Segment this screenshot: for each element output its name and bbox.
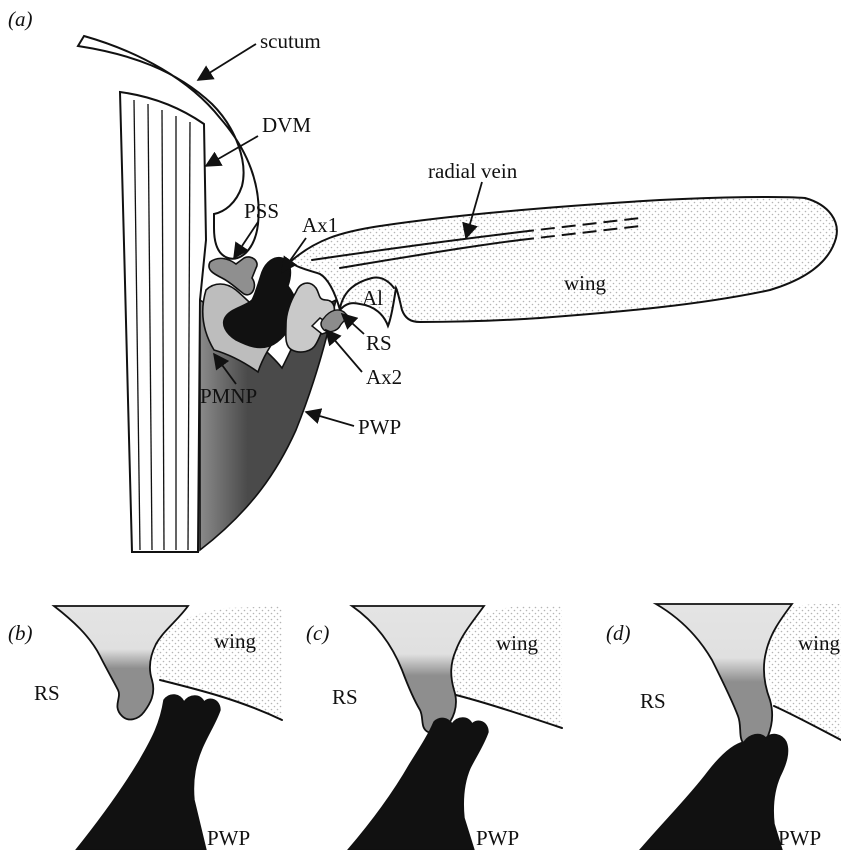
label-ax1: Ax1 (302, 213, 338, 237)
label-rs: RS (366, 331, 392, 355)
panel-label-c: (c) (306, 621, 329, 645)
label-pmnp: PMNP (200, 384, 257, 408)
arrow-pwp (306, 412, 354, 426)
label-wing-c: wing (496, 631, 539, 655)
label-pwp: PWP (358, 415, 401, 439)
arrow-ax2 (326, 330, 362, 372)
label-dvm: DVM (262, 113, 311, 137)
arrow-rs (342, 314, 364, 334)
panel-label-b: (b) (8, 621, 33, 645)
label-radial-vein: radial vein (428, 159, 518, 183)
label-rs-c: RS (332, 685, 358, 709)
pwp-d (640, 735, 788, 850)
label-al: Al (362, 286, 383, 310)
label-wing-b: wing (214, 629, 257, 653)
panel-b: (b) RS wing PWP (8, 606, 282, 850)
label-pss: PSS (244, 199, 279, 223)
label-rs-b: RS (34, 681, 60, 705)
label-wing-d: wing (798, 631, 841, 655)
pwp-c (348, 718, 488, 850)
arrow-scutum (198, 44, 256, 80)
panel-label-d: (d) (606, 621, 631, 645)
panel-d: (d) RS wing PWP (606, 604, 841, 850)
arrow-dvm (206, 136, 258, 166)
panel-label-a: (a) (8, 7, 33, 31)
label-pwp-b: PWP (207, 826, 250, 850)
label-wing: wing (564, 271, 607, 295)
label-rs-d: RS (640, 689, 666, 713)
panel-a: (a) (8, 7, 837, 552)
label-scutum: scutum (260, 29, 321, 53)
label-pwp-d: PWP (778, 826, 821, 850)
panel-c: (c) RS wing PWP (306, 606, 562, 850)
label-ax2: Ax2 (366, 365, 402, 389)
label-pwp-c: PWP (476, 826, 519, 850)
pwp-b (76, 695, 220, 850)
